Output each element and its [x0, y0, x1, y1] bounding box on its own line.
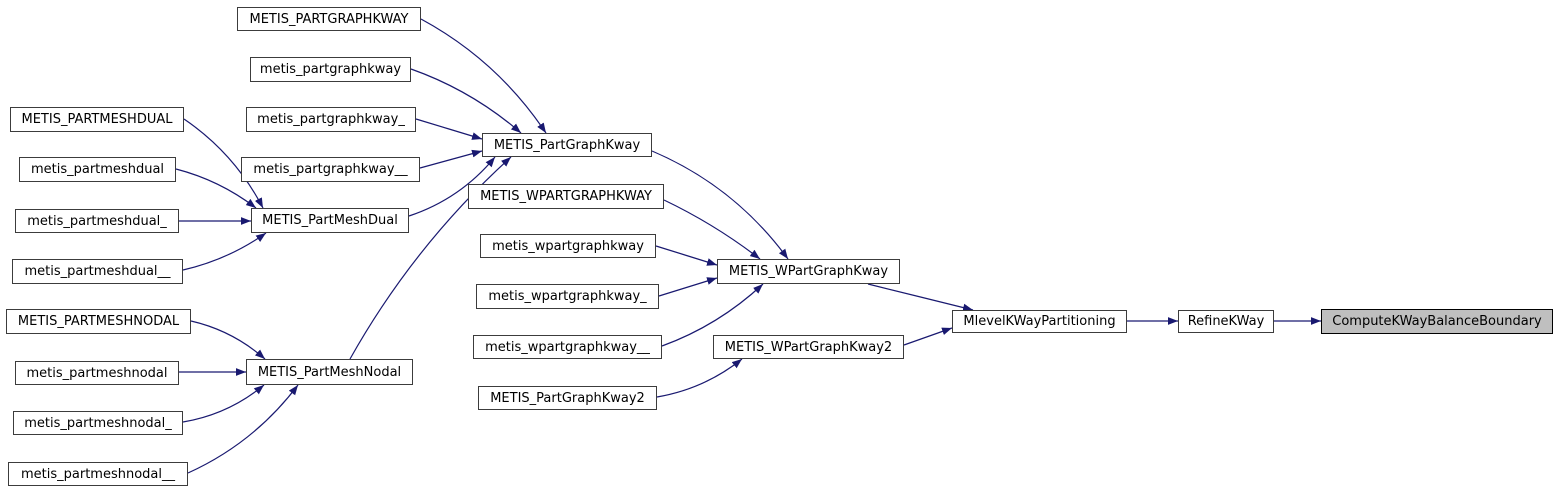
graph-node[interactable]: METIS_PARTMESHDUAL	[10, 107, 184, 132]
graph-node[interactable]: METIS_PartGraphKway	[482, 133, 652, 157]
graph-node[interactable]: metis_partmeshnodal_	[13, 411, 183, 435]
graph-node[interactable]: metis_partmeshnodal	[15, 361, 179, 385]
call-edge	[661, 283, 764, 347]
call-edge	[651, 150, 789, 260]
graph-node[interactable]: metis_partgraphkway__	[241, 157, 420, 182]
graph-node-label: ComputeKWayBalanceBoundary	[1332, 314, 1542, 329]
call-edge	[190, 320, 266, 360]
call-edge	[408, 156, 496, 217]
graph-node-label: METIS_PARTGRAPHKWAY	[249, 11, 409, 27]
graph-node[interactable]: RefineKWay	[1178, 310, 1274, 333]
graph-node[interactable]: metis_partmeshdual_	[15, 209, 179, 233]
call-edge	[175, 168, 257, 209]
call-edge	[410, 68, 522, 134]
graph-node-label: RefineKWay	[1187, 314, 1265, 329]
call-edge	[420, 18, 547, 134]
graph-node-label: MlevelKWayPartitioning	[963, 314, 1116, 329]
graph-node-label: metis_partmeshdual__	[24, 264, 171, 279]
graph-node-label: metis_partmeshdual	[30, 162, 165, 177]
graph-node[interactable]: metis_partgraphkway	[250, 57, 411, 82]
call-edge	[867, 283, 974, 312]
graph-node-label: METIS_WPARTGRAPHKWAY	[480, 189, 652, 204]
graph-node[interactable]: metis_partgraphkway_	[246, 107, 416, 132]
graph-node-label: METIS_PARTMESHNODAL	[17, 314, 180, 329]
graph-node-label: METIS_PartGraphKway2	[490, 390, 645, 406]
graph-node[interactable]: METIS_PARTMESHNODAL	[6, 309, 191, 334]
graph-node-label: METIS_PartGraphKway	[493, 137, 641, 153]
graph-node-label: METIS_WPartGraphKway2	[724, 339, 893, 355]
graph-node-label: metis_partmeshnodal__	[20, 466, 175, 482]
graph-node[interactable]: metis_wpartgraphkway_	[476, 284, 659, 309]
graph-node-label: METIS_PartMeshDual	[262, 213, 398, 228]
call-edge	[182, 232, 267, 271]
graph-node-label: metis_wpartgraphkway	[492, 238, 644, 254]
graph-node-label: metis_partgraphkway_	[257, 112, 405, 127]
graph-node[interactable]: METIS_PartMeshDual	[251, 208, 409, 233]
graph-node[interactable]: metis_wpartgraphkway__	[473, 335, 662, 359]
graph-node[interactable]: METIS_WPartGraphKway	[717, 259, 900, 284]
graph-node-label: metis_partmeshnodal_	[24, 415, 172, 431]
graph-node-label: METIS_WPartGraphKway	[728, 264, 889, 279]
call-edge	[187, 384, 299, 474]
graph-node[interactable]: METIS_WPARTGRAPHKWAY	[468, 184, 664, 209]
graph-node[interactable]: metis_partmeshdual	[19, 157, 176, 182]
call-edge	[663, 199, 761, 260]
graph-node-label: metis_partmeshnodal	[26, 365, 168, 381]
graph-node[interactable]: MlevelKWayPartitioning	[952, 310, 1127, 333]
graph-node-label: metis_partgraphkway	[259, 62, 402, 77]
call-edge	[656, 358, 743, 398]
graph-node-label: METIS_PARTMESHDUAL	[21, 112, 173, 127]
graph-node[interactable]: METIS_PartGraphKway2	[478, 386, 657, 410]
call-edge	[903, 327, 953, 346]
graph-node-label: METIS_PartMeshNodal	[257, 364, 402, 380]
graph-node[interactable]: metis_partmeshdual__	[12, 259, 183, 284]
call-edge	[182, 384, 265, 423]
graph-node[interactable]: metis_wpartgraphkway	[480, 234, 656, 258]
graph-node[interactable]: metis_partmeshnodal__	[8, 462, 188, 486]
call-edge	[349, 156, 512, 360]
call-edge	[658, 277, 718, 297]
call-edge	[655, 245, 718, 266]
graph-node[interactable]: METIS_PartMeshNodal	[246, 359, 413, 385]
graph-node-label: metis_partmeshdual_	[27, 213, 167, 229]
call-edge	[415, 118, 483, 140]
call-edge	[183, 118, 264, 209]
graph-node-current: ComputeKWayBalanceBoundary	[1321, 309, 1553, 334]
graph-node[interactable]: METIS_WPartGraphKway2	[713, 335, 904, 359]
graph-node-label: metis_wpartgraphkway_	[488, 289, 647, 304]
call-edge	[419, 149, 483, 169]
graph-node[interactable]: METIS_PARTGRAPHKWAY	[237, 7, 421, 31]
graph-node-label: metis_wpartgraphkway__	[485, 339, 650, 355]
graph-node-label: metis_partgraphkway__	[253, 162, 408, 177]
